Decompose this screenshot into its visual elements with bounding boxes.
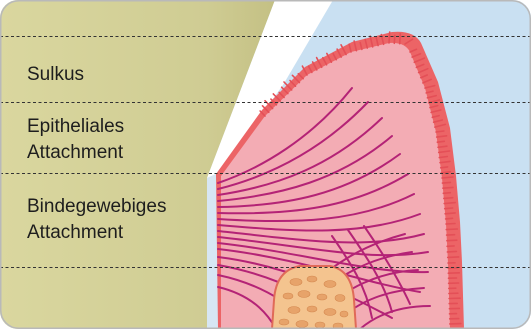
- label-connective-attachment: Bindegewebiges Attachment: [27, 194, 166, 246]
- alveolar-bone: [272, 266, 356, 329]
- label-sulkus: Sulkus: [27, 62, 84, 88]
- rete-ridge: [446, 218, 453, 219]
- rete-ridge: [442, 177, 453, 178]
- rete-ridge: [389, 32, 390, 43]
- rete-ridge: [442, 182, 450, 183]
- rete-ridge: [445, 208, 453, 209]
- rete-ridge: [444, 203, 455, 204]
- rete-ridge: [436, 131, 444, 132]
- rete-ridge: [446, 224, 455, 225]
- rete-ridge: [447, 240, 457, 241]
- rete-ridge: [437, 141, 444, 142]
- label-epithelial-attachment: Epitheliales Attachment: [27, 114, 124, 166]
- rete-ridge: [439, 157, 447, 158]
- rete-ridge: [441, 167, 448, 168]
- rete-ridge: [444, 198, 453, 199]
- rete-ridge: [445, 213, 455, 214]
- rete-ridge: [443, 193, 450, 194]
- rete-ridge: [443, 187, 453, 188]
- rete-ridge: [446, 229, 457, 230]
- rete-ridge: [394, 35, 395, 43]
- rete-ridge: [447, 251, 456, 252]
- rete-ridge: [448, 257, 459, 258]
- rete-ridge: [438, 146, 447, 147]
- rete-ridge: [400, 34, 401, 44]
